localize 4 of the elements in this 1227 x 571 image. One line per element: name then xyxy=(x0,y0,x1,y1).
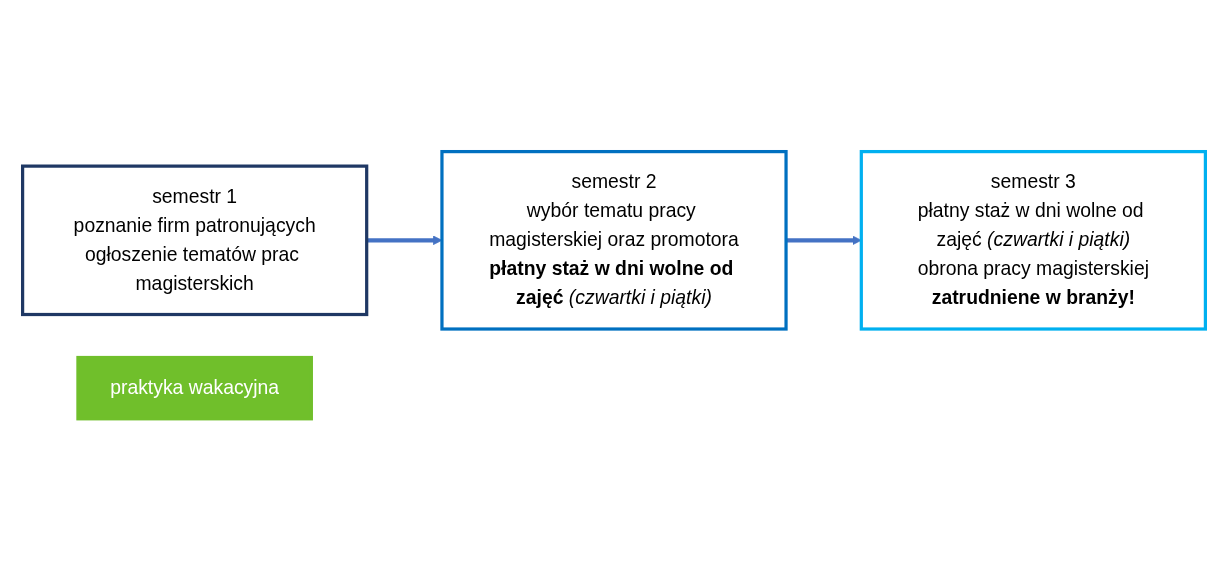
node-box: praktyka wakacyjna xyxy=(75,356,313,421)
node-box: semestr 1 poznanie firm patronujących ogłoszenie tematów prac magisterskich xyxy=(20,164,368,317)
node-box: semestr 3 płatny staż w dni wolne od zajęć (czwartki i piątki) obrona pracy magisterskiej zatrudniene w branży! xyxy=(859,150,1207,331)
node-box: semestr 2 wybór tematu pracy magisterskiej oraz promotora płatny staż w dni wolne od zajęć (czwartki i piątki) xyxy=(439,150,788,331)
